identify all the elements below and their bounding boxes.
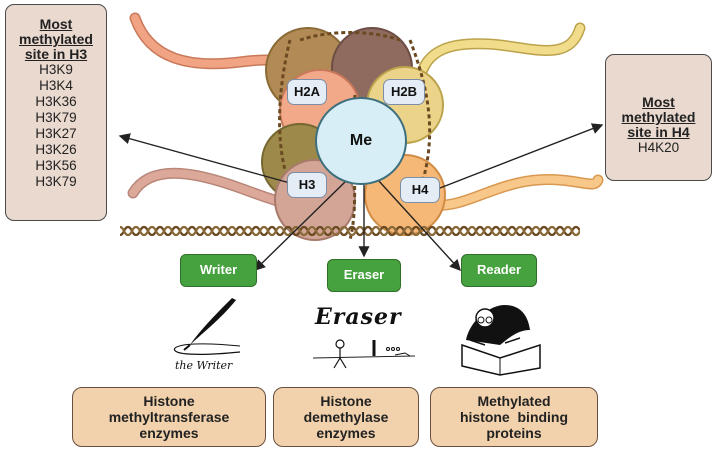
- arrow-to-reader: [377, 179, 461, 272]
- enzyme-line: enzymes: [316, 425, 376, 441]
- h4-methylation-sites-box: Most methylated site in H4 H4K20: [605, 54, 712, 181]
- h4-box-title-line: site in H4: [627, 124, 690, 140]
- reader-label: Reader: [461, 254, 537, 287]
- h3-site: H3K56: [35, 158, 77, 173]
- h3-methylation-sites-box: Most methylated site in H3 H3K9 H3K4 H3K…: [5, 4, 107, 221]
- enzyme-line: histone binding: [459, 409, 569, 425]
- arrow-to-h3-box: [118, 133, 291, 184]
- h3-site: H3K36: [35, 94, 77, 109]
- h4-box-title-line: methylated: [621, 109, 696, 125]
- histone-label-h2a: H2A: [287, 79, 327, 105]
- writer-enzyme-box: Histone methyltransferase enzymes: [72, 387, 266, 447]
- eraser-stickfigure-icon: [312, 339, 416, 369]
- histone-label-h4: H4: [400, 177, 440, 203]
- h4-tail-fill: [426, 175, 602, 210]
- h3-site: H3K79: [35, 174, 77, 189]
- h3-site: H3K27: [35, 126, 77, 141]
- arrow-to-writer: [253, 181, 346, 271]
- enzyme-line: methyltransferase: [108, 409, 230, 425]
- enzyme-line: enzymes: [139, 425, 199, 441]
- writer-label: Writer: [180, 254, 257, 287]
- methyl-group-circle: Me: [315, 97, 407, 185]
- enzyme-line: demethylase: [303, 409, 389, 425]
- reader-enzyme-box: Methylated histone binding proteins: [430, 387, 598, 447]
- h3-box-title-line: site in H3: [24, 46, 88, 62]
- histone-label-h3: H3: [287, 172, 327, 198]
- h3-site: H3K79: [35, 110, 77, 125]
- h4-site: H4K20: [637, 140, 680, 155]
- h3-site: H3K26: [35, 142, 77, 157]
- dna-strand: [120, 225, 580, 239]
- h3-box-title-line: methylated: [19, 31, 93, 47]
- eraser-label: Eraser: [327, 259, 401, 292]
- arrow-to-h4-box: [439, 123, 604, 189]
- quill-pen-icon: [173, 298, 241, 355]
- eraser-illustration-caption: Eraser: [315, 304, 402, 330]
- enzyme-line: Methylated: [477, 393, 551, 409]
- eraser-enzyme-box: Histone demethylase enzymes: [273, 387, 419, 447]
- h4-box-title-line: Most: [642, 94, 675, 110]
- enzyme-line: proteins: [486, 425, 542, 441]
- dna-wrap: [278, 31, 432, 241]
- enzyme-line: Histone: [143, 393, 195, 409]
- h3-site: H3K4: [39, 78, 73, 93]
- writer-illustration-caption: the Writer: [175, 359, 233, 372]
- h3-site: H3K9: [39, 62, 73, 77]
- reader-with-book-icon: [461, 305, 541, 376]
- histone-label-h2b: H2B: [383, 79, 425, 105]
- h2b-tail-fill: [416, 24, 584, 84]
- h2b-tail: [414, 22, 586, 86]
- enzyme-line: Histone: [320, 393, 372, 409]
- h3-box-title-line: Most: [39, 16, 73, 32]
